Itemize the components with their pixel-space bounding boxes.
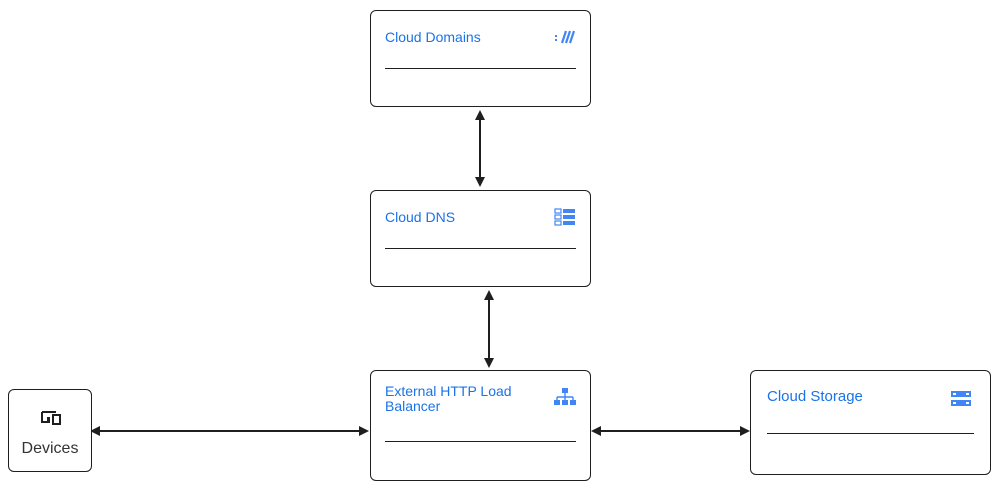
cloud-storage-divider (767, 433, 974, 434)
devices-label: Devices (21, 440, 79, 457)
cloud-dns-node[interactable]: Cloud DNS (370, 190, 591, 287)
cloud-domains-title: Cloud Domains (385, 29, 481, 45)
cloud-dns-divider (385, 248, 576, 249)
cloud-storage-icon (950, 390, 972, 408)
load-balancer-title: External HTTP Load Balancer (385, 383, 512, 414)
cloud-storage-title: Cloud Storage (767, 388, 863, 405)
load-balancer-node[interactable]: External HTTP Load Balancer (370, 370, 591, 481)
cloud-domains-node[interactable]: Cloud Domains (370, 10, 591, 107)
cloud-domains-divider (385, 68, 576, 69)
load-balancer-divider (385, 441, 576, 442)
cloud-dns-title: Cloud DNS (385, 209, 456, 225)
load-balancer-icon (554, 388, 576, 406)
devices-node[interactable]: Devices (8, 389, 92, 472)
cloud-dns-icon (554, 208, 576, 226)
cloud-storage-node[interactable]: Cloud Storage (750, 370, 991, 475)
cloud-domains-icon (554, 28, 576, 46)
devices-icon (39, 408, 63, 428)
